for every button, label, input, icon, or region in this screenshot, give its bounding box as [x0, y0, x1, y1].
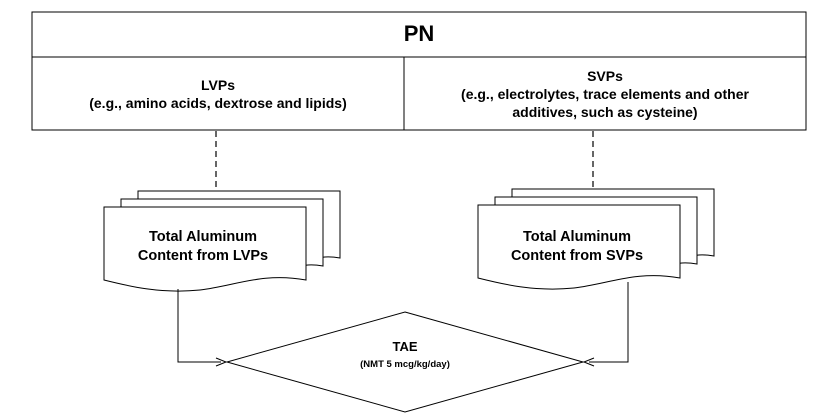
svp-doc-front [477, 204, 681, 290]
lvp-arrow-line [177, 289, 221, 363]
tae-title: TAE [392, 338, 418, 354]
svp-examples-line1: (e.g., electrolytes, trace elements and … [461, 85, 749, 102]
lvp-arrowhead [215, 357, 228, 367]
svp-cell: SVPs (e.g., electrolytes, trace elements… [404, 58, 806, 130]
svp-document-stack [477, 188, 715, 290]
svp-arrowhead [582, 357, 595, 367]
svp-examples-line2: additives, such as cysteine) [512, 104, 698, 121]
lvp-name: LVPs [201, 76, 235, 93]
lvp-doc-line1: Total Aluminum [149, 229, 257, 246]
lvp-doc-front [103, 206, 307, 292]
lvp-examples: (e.g., amino acids, dextrose and lipids) [89, 95, 347, 111]
lvp-doc-line2: Content from LVPs [137, 248, 269, 264]
tae-limit: (NMT 5 mcg/kg/day) [360, 358, 450, 370]
lvp-doc-label: Total Aluminum Content from LVPs [104, 220, 302, 274]
svp-arrow-line [589, 282, 629, 363]
svp-doc-label: Total Aluminum Content from SVPs [478, 220, 676, 274]
pn-title: PN [403, 20, 435, 46]
lvp-document-stack [103, 190, 341, 292]
tae-diamond [225, 311, 585, 413]
svp-name: SVPs [587, 67, 623, 84]
pn-table-border [31, 11, 807, 131]
svp-doc-line1: Total Aluminum [523, 229, 631, 246]
lvp-cell: LVPs (e.g., amino acids, dextrose and li… [32, 58, 404, 130]
svp-doc-line2: Content from SVPs [510, 248, 644, 264]
